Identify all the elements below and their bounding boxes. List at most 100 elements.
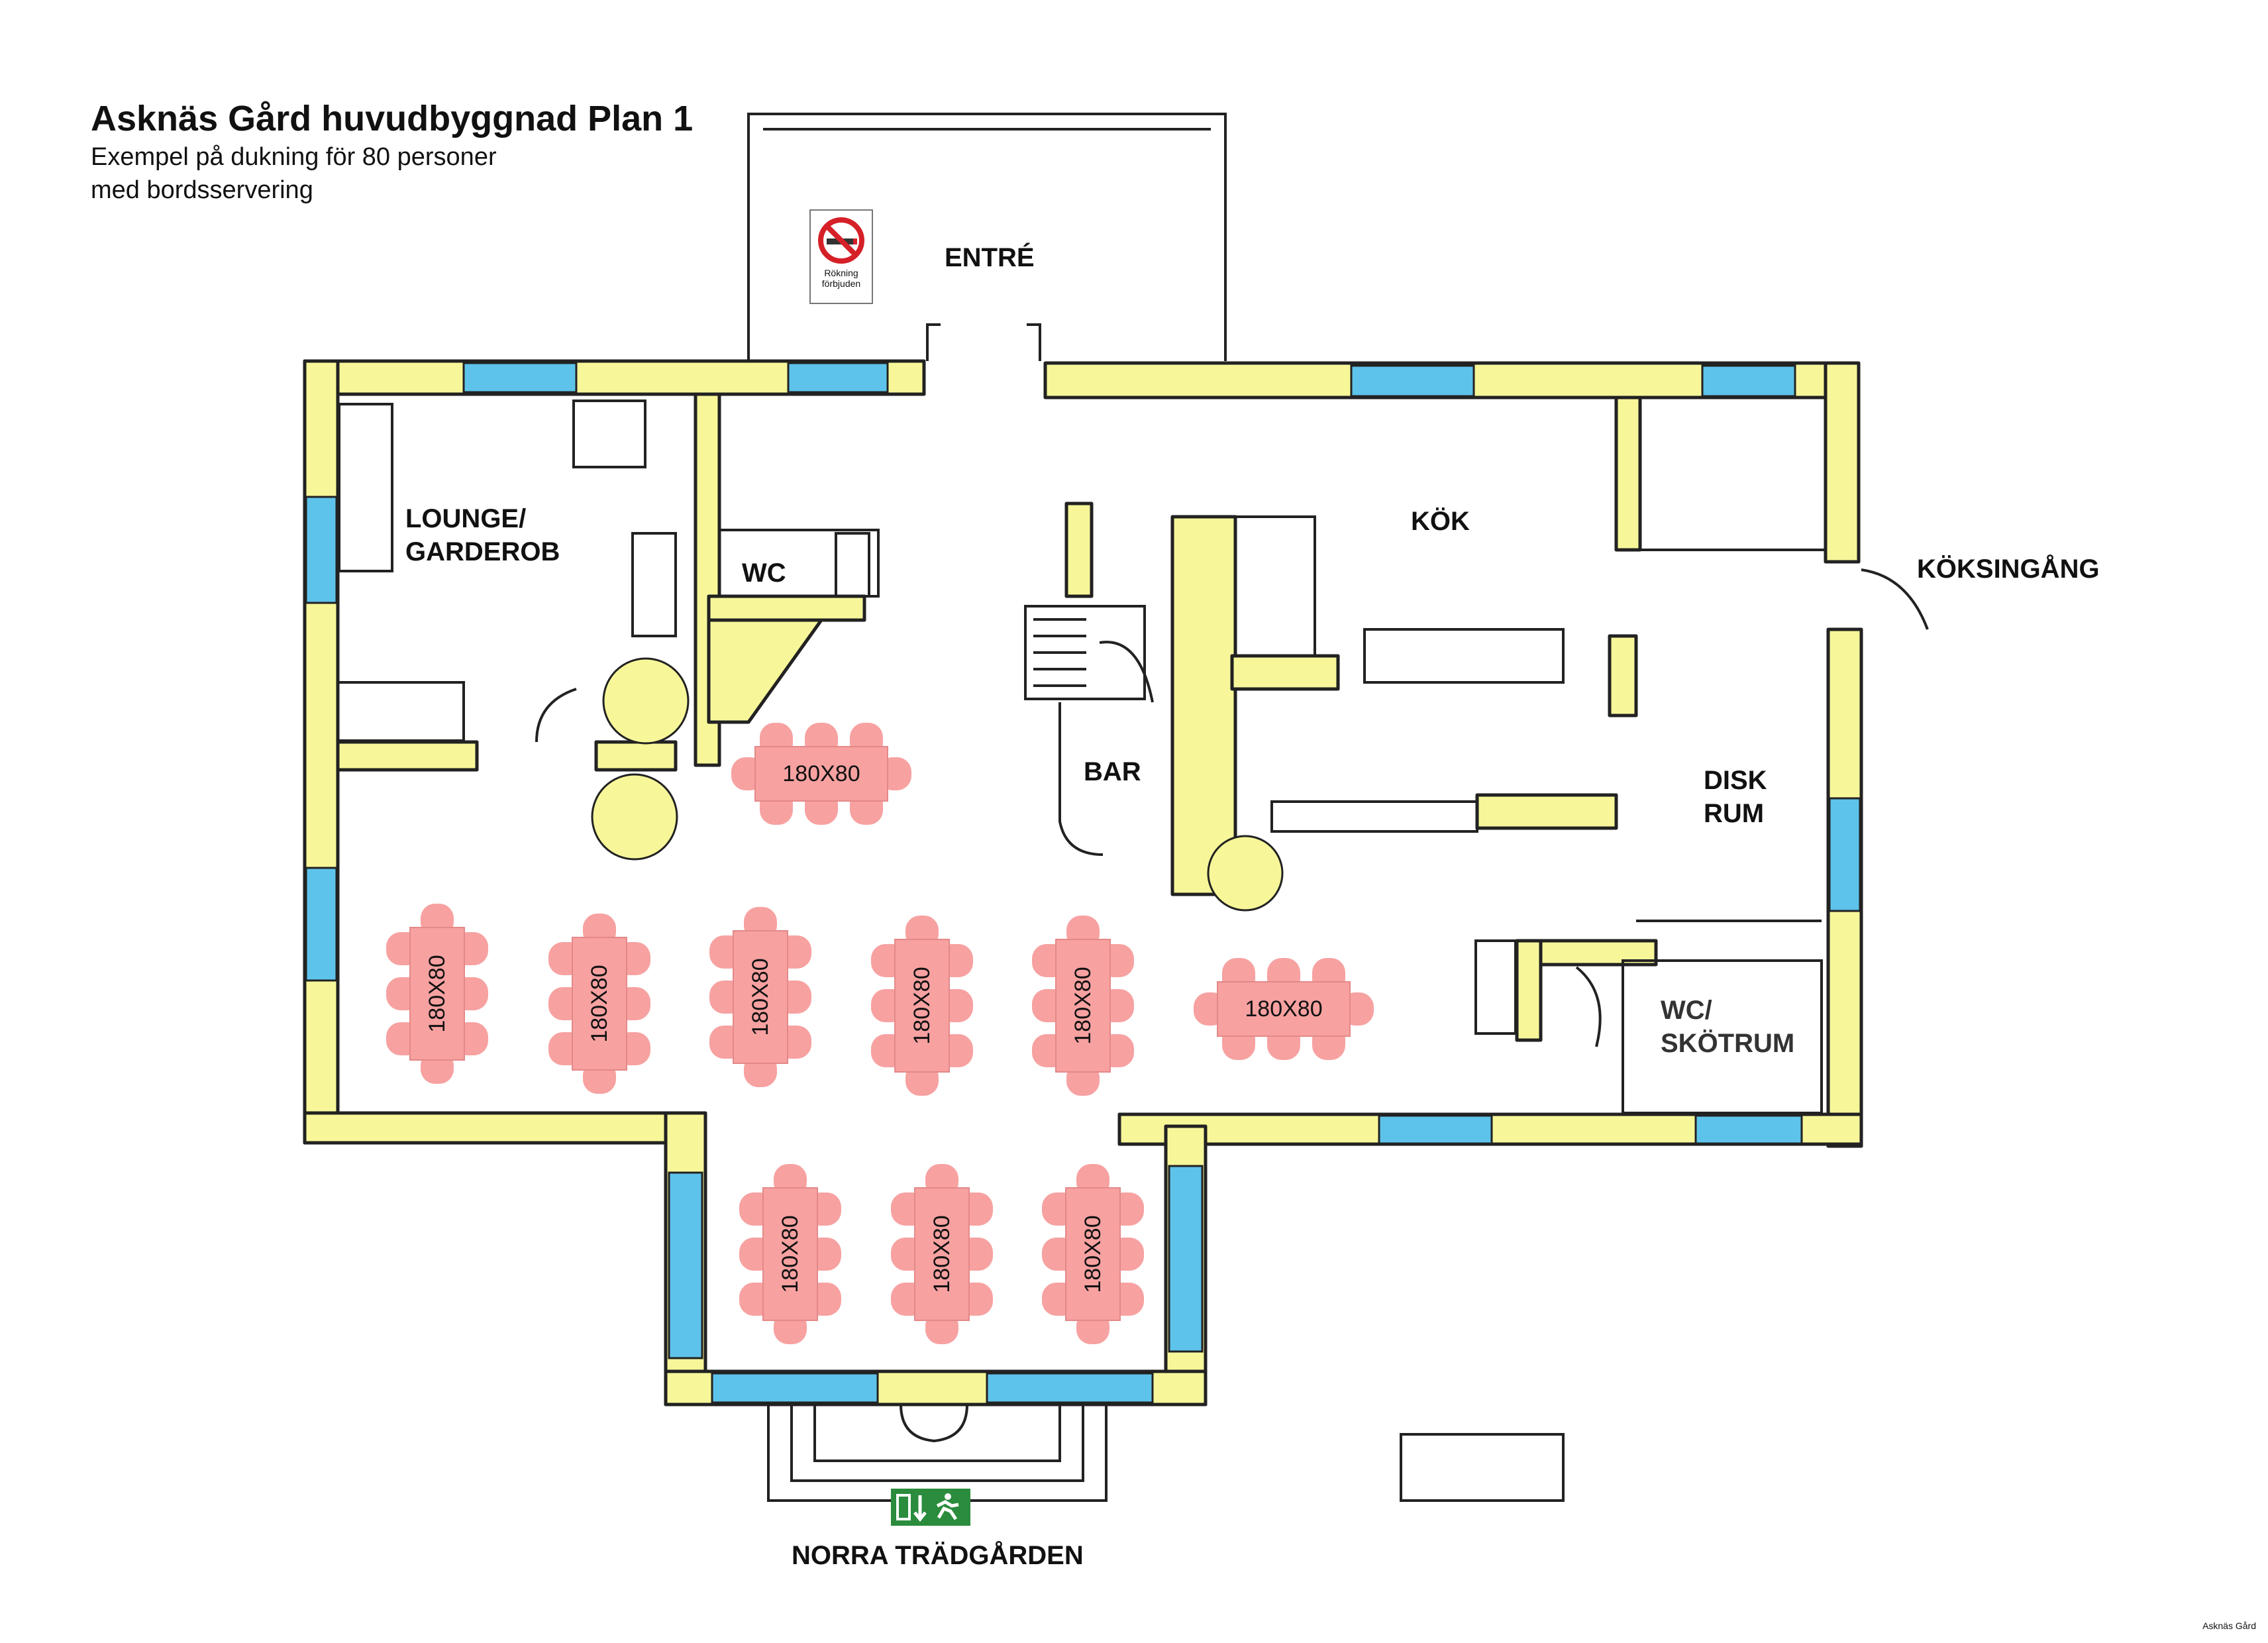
table-group: 180X80: [871, 916, 973, 1096]
room-label-koksingang: KÖKSINGÅNG: [1917, 555, 2100, 584]
entrance-door: [926, 323, 941, 361]
table-group: 180X80: [739, 1164, 841, 1344]
table-top: [409, 927, 465, 1061]
wall-wc-side: [1515, 939, 1543, 1042]
round-table: [1207, 835, 1284, 912]
table-group: 180X80: [386, 904, 488, 1084]
window: [1350, 364, 1475, 398]
round-tables: [591, 657, 1284, 912]
wall-lounge-bottom-b: [594, 740, 678, 772]
room-label-lounge: LOUNGE/ GARDEROB: [405, 502, 560, 568]
sofa: [338, 403, 393, 572]
coat-rack: [631, 532, 677, 637]
kitchen-island: [1363, 628, 1565, 684]
cabinet: [572, 399, 646, 468]
banquet-tables: 180X80 180X80 180X80 180X80 180X80 180X80 180X…: [386, 723, 1374, 1344]
kitchen-room-right: [1639, 396, 1827, 551]
room-label-wc: WC: [742, 558, 786, 588]
norra-door: [900, 1404, 968, 1443]
table-label: 180X80: [1070, 967, 1096, 1044]
wc-room: [718, 529, 880, 598]
room-label-kok: KÖK: [1411, 507, 1470, 536]
table-label: 180X80: [425, 955, 450, 1032]
room-label-entre: ENTRÉ: [945, 243, 1035, 272]
room-label-wc-skotrum: WC/ SKÖTRUM: [1661, 994, 1794, 1060]
wall-disk-bottom: [1475, 793, 1618, 830]
wall-wc-wedge: [707, 618, 823, 724]
window: [986, 1372, 1154, 1404]
wc-door: [1575, 966, 1602, 1047]
window: [462, 362, 578, 394]
room-label-line: SKÖTRUM: [1661, 1029, 1795, 1058]
room-label-line: LOUNGE/: [405, 504, 527, 533]
table-top: [1065, 1187, 1121, 1321]
wall-right-upper: [1824, 361, 1861, 564]
emergency-exit-sign: [891, 1489, 970, 1526]
no-smoking-line: förbjuden: [821, 278, 861, 289]
window: [1168, 1165, 1204, 1353]
plan-subtitle: Exempel på dukning för 80 personer med b…: [91, 140, 497, 207]
wc-sink: [835, 532, 870, 598]
kitchen-sink-line: [1270, 800, 1478, 833]
window: [1694, 1114, 1803, 1145]
table-top: [914, 1187, 970, 1321]
no-smoking-sign: Rökning förbjuden: [809, 209, 873, 304]
wc-skotrum-room: [1622, 959, 1823, 1114]
round-table: [602, 657, 690, 745]
wall-bottom-left: [303, 1111, 678, 1145]
table-top: [733, 930, 788, 1064]
room-label-norra: NORRA TRÄDGÅRDEN: [792, 1541, 1084, 1570]
window: [305, 867, 338, 982]
table-group: 180X80: [1032, 916, 1134, 1096]
plan-title: Asknäs Gård huvudbyggnad Plan 1: [91, 99, 694, 138]
table-top: [754, 746, 888, 802]
table-top: [572, 937, 627, 1071]
subtitle-line: med bordsservering: [91, 176, 313, 204]
window: [1701, 364, 1796, 398]
table-top: [894, 939, 950, 1073]
wall-wc-bottom: [707, 594, 866, 622]
wall-left: [303, 359, 340, 1145]
lounge-door: [535, 688, 577, 743]
table-top: [1055, 939, 1111, 1073]
subtitle-line: Exempel på dukning för 80 personer: [91, 143, 497, 171]
table-label: 180X80: [748, 958, 773, 1035]
table-group: 180X80: [1042, 1164, 1144, 1344]
room-label-disk: DISK RUM: [1704, 764, 1767, 830]
table-label: 180X80: [778, 1215, 803, 1293]
kitchen-counter: [1234, 515, 1316, 657]
window: [668, 1171, 703, 1359]
bar-counter: [1058, 702, 1104, 856]
table-label: 180X80: [782, 761, 860, 786]
room-label-line: WC/: [1661, 996, 1712, 1025]
shelf: [1474, 939, 1517, 1035]
table-top: [1217, 981, 1351, 1037]
window: [1828, 797, 1861, 912]
table-label: 180X80: [929, 1215, 954, 1293]
table-group: 180X80: [709, 907, 811, 1087]
stair-arrow: [1099, 641, 1154, 703]
windows: [305, 362, 1861, 1404]
window: [787, 362, 889, 394]
room-label-line: RUM: [1704, 799, 1765, 828]
norra-steps-inner: [790, 1404, 1084, 1482]
wall-bar-block: [1230, 654, 1340, 691]
table-group: 180X80: [1194, 958, 1374, 1060]
staircase: [1024, 605, 1146, 700]
wall-bar-left: [1064, 502, 1094, 598]
outlines: [336, 113, 1929, 1502]
wall-bar-column: [1170, 515, 1237, 896]
no-smoking-icon: [817, 216, 866, 265]
room-label-line: GARDEROB: [405, 537, 560, 566]
wall-kitchen-right: [1614, 396, 1642, 552]
norra-steps-inner2: [813, 1404, 1061, 1462]
window: [711, 1372, 879, 1404]
koksingang-door: [1861, 568, 1929, 630]
room-label-bar: BAR: [1084, 757, 1141, 786]
outdoor-box: [1400, 1433, 1565, 1502]
table-label: 180X80: [909, 967, 935, 1044]
wall-lounge-bottom-a: [336, 740, 479, 772]
round-table: [591, 773, 678, 861]
bench: [336, 681, 465, 742]
